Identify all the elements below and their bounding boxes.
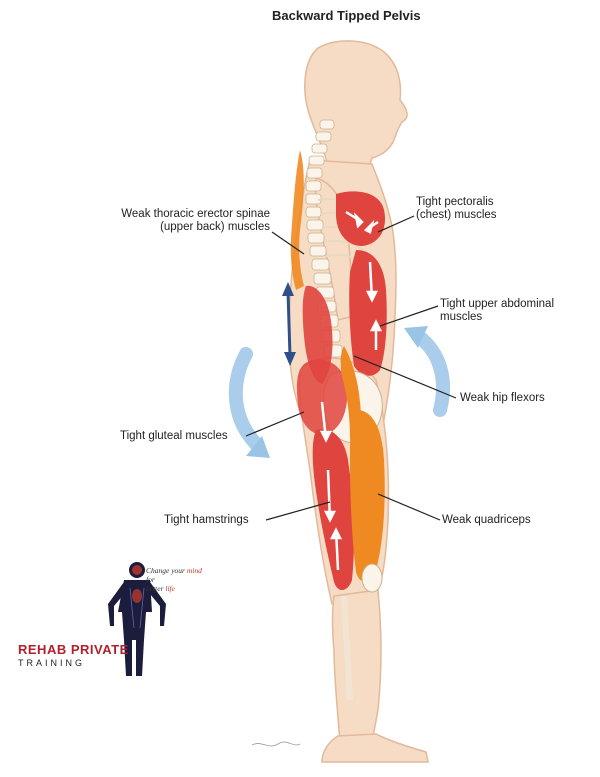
hamstring-muscle (312, 429, 355, 591)
leader-lines (245, 215, 457, 521)
right-rotation-arrow (411, 329, 450, 417)
kneecap (361, 563, 383, 593)
lower-back-muscle (302, 285, 333, 384)
muscle-direction-arrows (319, 210, 383, 571)
quadriceps-muscle (350, 409, 385, 582)
rehab-logo-figure (108, 562, 166, 676)
logo-tagline: Change your mind for better life (146, 566, 202, 593)
artist-signature-mark (251, 741, 301, 747)
label-weak-thoracic: Weak thoracic erector spinae (upper back… (121, 208, 270, 233)
pectoralis-muscle (336, 191, 386, 246)
label-weak-hip-flexors: Weak hip flexors (460, 392, 545, 404)
double-arrow-icon (282, 282, 296, 366)
label-tight-upper-abdominal: Tight upper abdominal muscles (440, 298, 555, 323)
abdominal-muscle (349, 250, 387, 376)
left-rotation-arrowhead (246, 436, 270, 458)
left-rotation-arrow (228, 347, 265, 453)
thoracic-erector-muscle (290, 150, 304, 290)
right-rotation-arrowhead (404, 326, 428, 348)
gluteal-muscle (296, 359, 348, 435)
label-tight-pectoralis: Tight pectoralis (chest) muscles (416, 196, 497, 221)
brand-subtitle: TRAINING (18, 658, 86, 668)
brand-name: REHAB PRIVATE (18, 642, 129, 657)
page-title: Backward Tipped Pelvis (272, 8, 421, 23)
tibia-bone (341, 595, 353, 701)
label-tight-gluteal: Tight gluteal muscles (120, 430, 228, 442)
label-weak-quadriceps: Weak quadriceps (442, 514, 531, 526)
label-tight-hamstrings: Tight hamstrings (164, 514, 249, 526)
pelvic-rotation-arrows (228, 326, 450, 458)
